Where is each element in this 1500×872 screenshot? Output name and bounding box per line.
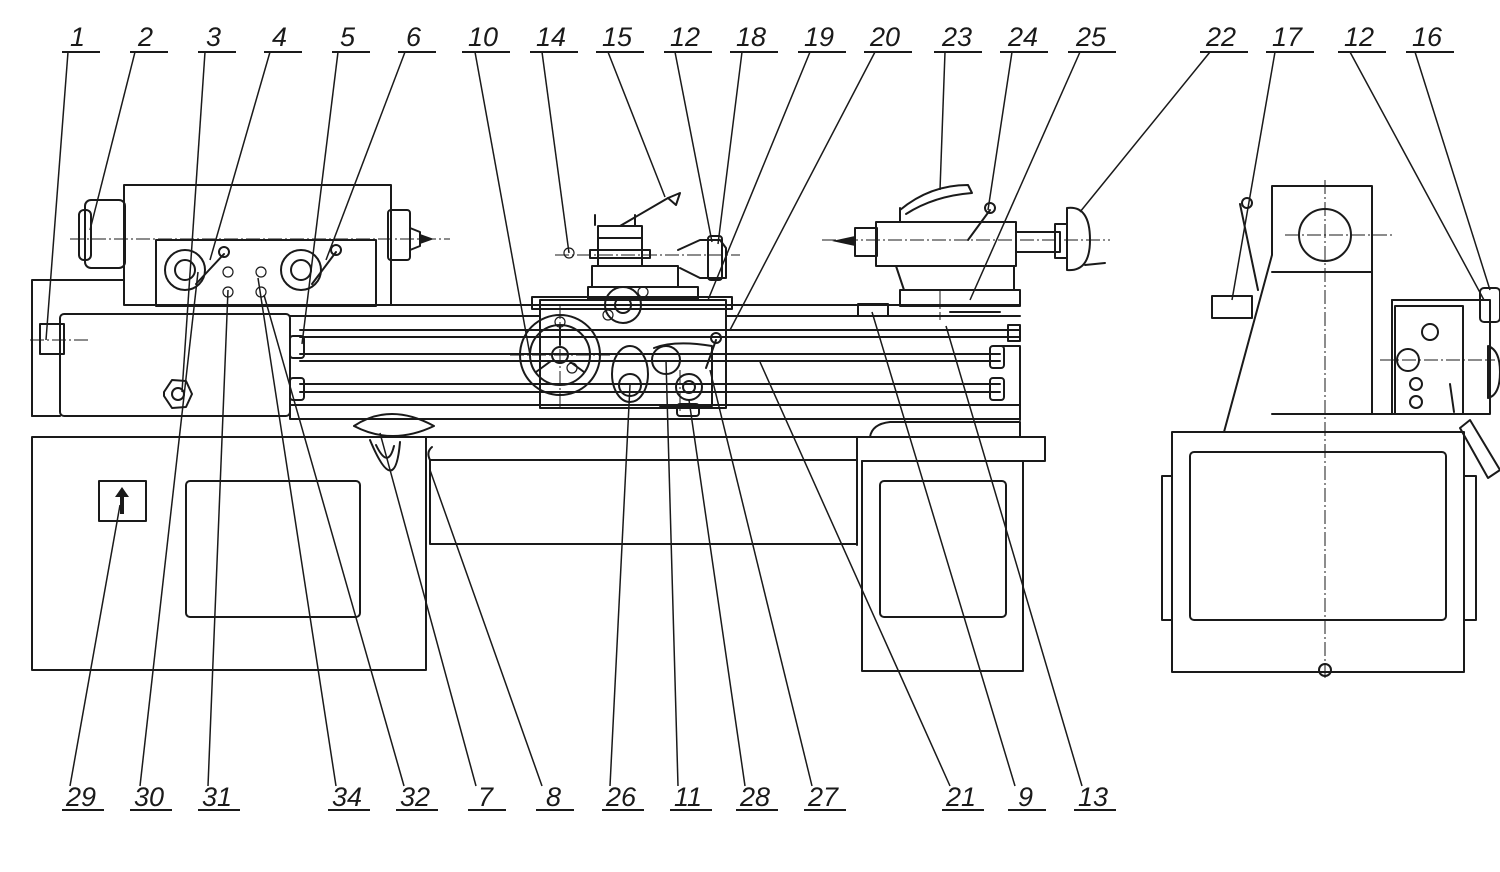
callout-label: 9 xyxy=(1018,782,1033,812)
callout-label: 12 xyxy=(1344,22,1374,52)
callout-label: 8 xyxy=(546,782,561,812)
coolant-handle xyxy=(353,413,435,472)
callout-label: 26 xyxy=(605,782,637,812)
gearbox-housing xyxy=(30,279,291,417)
bed-and-shafts xyxy=(289,304,1021,421)
right-pedestal xyxy=(861,421,1046,672)
top-labels: 1 2 3 4 5 6 10 14 15 12 18 19 20 23 24 2… xyxy=(62,22,1454,53)
headstock xyxy=(70,184,450,307)
callout-label: 3 xyxy=(206,22,221,52)
side-view xyxy=(1161,180,1500,680)
callout-label: 20 xyxy=(869,22,900,52)
bottom-labels: 29 30 31 34 32 7 8 26 11 28 27 21 9 13 xyxy=(62,782,1116,812)
callout-label: 7 xyxy=(478,782,494,812)
front-view xyxy=(30,184,1110,672)
callout-label: 11 xyxy=(674,782,702,812)
callout-label: 29 xyxy=(65,782,96,812)
callout-label: 32 xyxy=(400,782,430,812)
callout-label: 25 xyxy=(1075,22,1107,52)
apron xyxy=(510,296,733,417)
callout-label: 27 xyxy=(807,782,839,812)
tailstock xyxy=(822,184,1110,320)
callout-label: 6 xyxy=(406,22,422,52)
callout-label: 2 xyxy=(137,22,153,52)
callout-label: 14 xyxy=(536,22,566,52)
callout-label: 4 xyxy=(272,22,287,52)
callout-label: 24 xyxy=(1007,22,1038,52)
callout-label: 15 xyxy=(602,22,633,52)
callout-label: 30 xyxy=(134,782,164,812)
callout-label: 22 xyxy=(1205,22,1236,52)
callout-label: 17 xyxy=(1272,22,1303,52)
left-pedestal xyxy=(31,436,427,671)
callout-label: 12 xyxy=(670,22,700,52)
callout-label: 28 xyxy=(739,782,770,812)
callout-label: 16 xyxy=(1412,22,1443,52)
callout-label: 34 xyxy=(332,782,362,812)
callout-label: 31 xyxy=(202,782,232,812)
callout-label: 18 xyxy=(736,22,766,52)
callout-label: 10 xyxy=(468,22,498,52)
carriage xyxy=(555,192,740,324)
leader-lines xyxy=(45,51,1491,787)
chip-tray xyxy=(425,436,1046,546)
callout-label: 5 xyxy=(340,22,356,52)
callout-label: 21 xyxy=(945,782,976,812)
callout-label: 19 xyxy=(804,22,834,52)
callout-label: 13 xyxy=(1078,782,1108,812)
callout-label: 23 xyxy=(941,22,972,52)
callout-label: 1 xyxy=(70,22,85,52)
